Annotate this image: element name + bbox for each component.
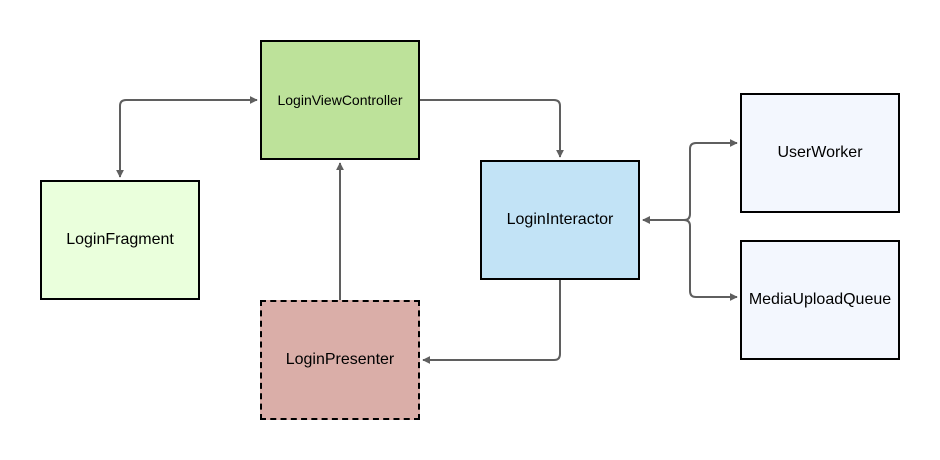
edge-interactor-mediauploadqueue xyxy=(642,216,738,301)
node-label: LoginFragment xyxy=(66,231,174,248)
node-user-worker[interactable]: UserWorker xyxy=(740,93,900,213)
node-media-upload-queue[interactable]: MediaUploadQueue xyxy=(740,240,900,360)
node-login-interactor[interactable]: LoginInteractor xyxy=(480,160,640,280)
node-login-view-controller[interactable]: LoginViewController xyxy=(260,40,420,160)
edge-interactor-presenter xyxy=(422,280,561,364)
node-login-presenter[interactable]: LoginPresenter xyxy=(260,300,420,420)
edge-fragment-viewcontroller xyxy=(116,96,258,178)
node-label: LoginViewController xyxy=(277,92,403,108)
node-label: LoginPresenter xyxy=(285,351,395,368)
edge-interactor-userworker xyxy=(642,139,738,224)
node-label: UserWorker xyxy=(777,144,863,161)
node-label: MediaUploadQueue xyxy=(748,291,892,308)
node-label: LoginInteractor xyxy=(506,211,614,228)
edge-viewcontroller-interactor xyxy=(420,99,564,158)
node-login-fragment[interactable]: LoginFragment xyxy=(40,180,200,300)
